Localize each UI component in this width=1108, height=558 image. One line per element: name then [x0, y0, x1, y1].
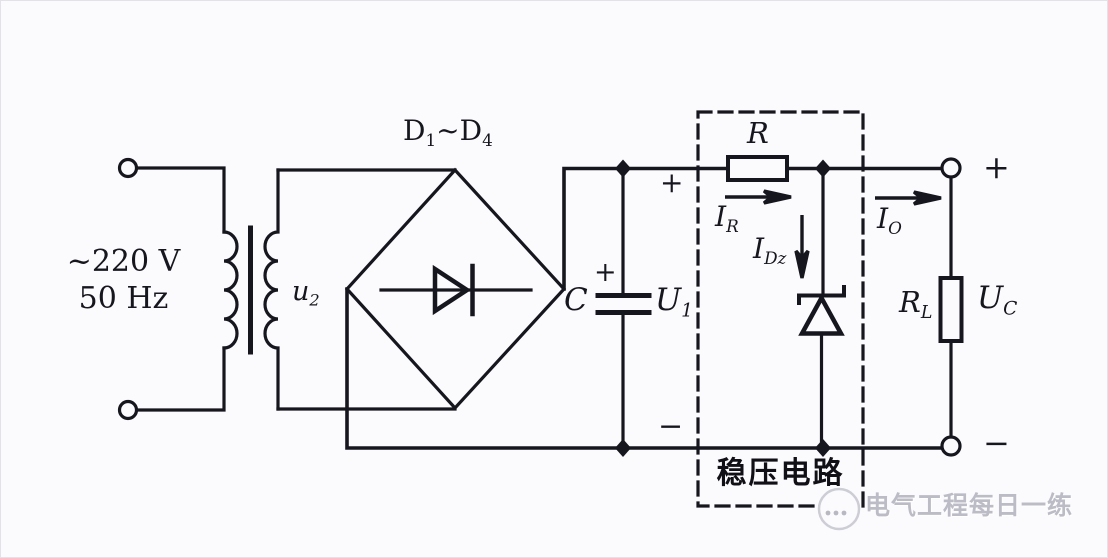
ir-base: I: [715, 200, 727, 233]
watermark-logo: [817, 487, 861, 531]
watermark-logo-circle: [817, 487, 861, 531]
io-sub: O: [888, 217, 902, 238]
capacitor-label: C: [564, 282, 588, 318]
d4-sub: 4: [482, 129, 493, 150]
watermark-logo-dot: [841, 510, 847, 516]
input-terminal-top: [117, 157, 139, 179]
io-current-label: IO: [877, 202, 902, 237]
idz-sub: Dz: [764, 247, 787, 268]
output-plus-sign: +: [983, 148, 1010, 186]
bridge-diode-triangle: [432, 264, 472, 316]
bridge-diodes-label: D1~D4: [403, 114, 493, 149]
u1-base: U: [655, 282, 682, 318]
rl-sub: L: [920, 303, 933, 324]
junction-zener-top: [815, 159, 831, 178]
ac-voltage-label: ~220 V: [66, 244, 181, 279]
uc-sub: C: [1003, 298, 1018, 320]
load-resistor-label: RL: [899, 285, 932, 322]
dc-negative-rail: [345, 287, 944, 450]
bridge-diamond: [344, 167, 567, 411]
uc-base: U: [977, 280, 1004, 316]
output-voltage-label: UC: [977, 280, 1017, 319]
u1-voltage-label: U1: [655, 282, 693, 321]
junction-dots: [615, 159, 831, 457]
output-minus-sign: −: [983, 424, 1010, 462]
zener-triangle: [798, 293, 845, 336]
ac-frequency-label: 50 Hz: [78, 281, 169, 316]
rl-base: R: [899, 285, 921, 319]
arrow-ir-head: [762, 189, 792, 205]
primary-coil: [222, 230, 239, 350]
u1-plus-sign: +: [660, 166, 684, 199]
resistor-r-body: [726, 155, 789, 182]
io-base: I: [877, 202, 889, 235]
secondary-voltage-label: u2: [292, 276, 320, 308]
input-terminal-bottom: [117, 399, 139, 421]
regulator-dashed-box: [696, 110, 865, 508]
ir-current-label: IR: [715, 200, 739, 235]
u1-sub: 1: [681, 300, 693, 322]
d1-base: D: [403, 114, 426, 147]
junction-cap-bottom: [615, 439, 631, 457]
regulator-box-title: 稳压电路: [716, 456, 845, 491]
capacitor-plus-sign: +: [594, 257, 617, 288]
idz-base: I: [753, 232, 765, 265]
watermark-logo-dot: [833, 510, 839, 516]
output-terminal-top: [940, 157, 962, 179]
u1-minus-sign: −: [658, 409, 684, 444]
u2-sub: 2: [309, 290, 320, 310]
load-resistor-body: [938, 276, 964, 343]
junction-zener-bottom: [815, 439, 831, 457]
idz-current-label: IDz: [753, 232, 786, 267]
arrow-idz-head: [794, 249, 810, 279]
tilde: ~: [436, 114, 460, 147]
primary-wire-bottom: [135, 346, 226, 412]
d1-sub: 1: [425, 129, 437, 150]
arrow-io-head: [912, 190, 942, 206]
u2-base: u: [292, 276, 310, 307]
watermark-text: 电气工程每日一练: [865, 491, 1074, 520]
ir-sub: R: [726, 215, 739, 236]
junction-cap-top: [615, 159, 631, 178]
resistor-r-label: R: [747, 116, 769, 150]
output-terminal-bottom: [940, 435, 962, 457]
d4-base: D: [459, 114, 483, 147]
watermark-logo-dot: [825, 510, 831, 516]
primary-wire-top: [135, 166, 226, 234]
secondary-coil: [263, 168, 280, 411]
